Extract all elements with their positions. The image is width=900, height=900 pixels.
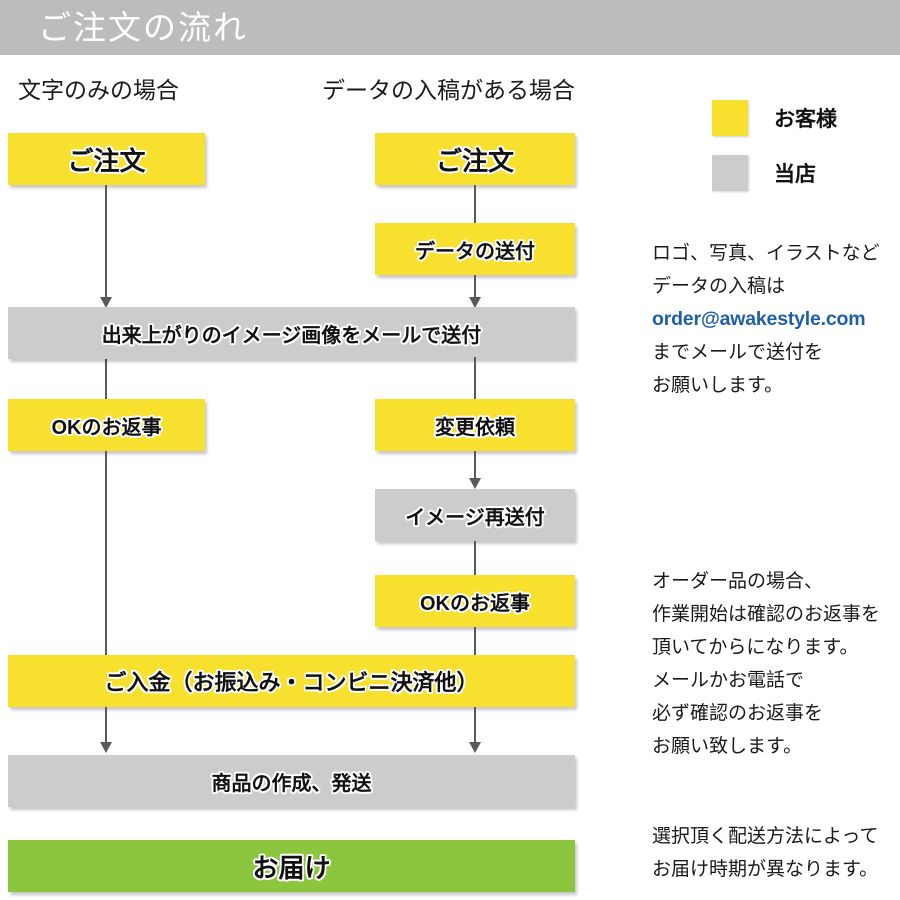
note-line: お願いします。 (652, 375, 784, 396)
flow-box-label: OKのお返事 (51, 416, 162, 439)
legend-item-customer: お客様 (712, 100, 837, 136)
connector-change-request-to-resend (474, 451, 476, 481)
connector-resend-to-right-ok (474, 541, 476, 575)
note-line: お願い致します。 (652, 736, 803, 757)
flow-box-label: データの送付 (415, 240, 535, 263)
flow-box-label: OKのお返事 (420, 592, 530, 615)
legend-label-shop: 当店 (774, 163, 816, 186)
arrowhead-icon (100, 742, 112, 753)
note-line: 選択頂く配送方法によって (652, 826, 879, 847)
legend-swatch-shop-icon (712, 155, 748, 191)
column-caption-with-data: データの入稿がある場合 (322, 77, 575, 103)
note-data-submission: ロゴ、写真、イラストなど データの入稿は order@awakestyle.co… (652, 237, 880, 402)
legend-swatch-customer-icon (712, 100, 748, 136)
connector-image-to-change-request (474, 357, 476, 399)
note-line: データの入稿は (652, 276, 786, 297)
connector-send-data-to-image (474, 275, 476, 300)
note-line: までメールで送付を (652, 342, 824, 363)
note-order-confirmation: オーダー品の場合、 作業開始は確認のお返事を 頂いてからになります。 メールかお… (652, 565, 880, 763)
connector-payment-to-production-left (105, 707, 107, 745)
page-title: ご注文の流れ (38, 9, 248, 46)
header-bar (0, 0, 900, 55)
arrowhead-icon (469, 297, 481, 308)
connector-image-to-left-ok (105, 357, 107, 399)
flow-box-right-ok-reply[interactable]: OKのお返事 (375, 575, 575, 627)
connector-right-order-to-send-data (474, 185, 476, 223)
email-link[interactable]: order@awakestyle.com (652, 308, 866, 330)
connector-right-ok-to-payment (474, 627, 476, 655)
note-line: 作業開始は確認のお返事を (652, 604, 881, 625)
flow-box-label: 変更依頼 (435, 416, 515, 439)
flow-box-label: 商品の作成、発送 (211, 772, 372, 795)
flow-box-label: ご注文 (435, 145, 514, 176)
connector-left-order-to-image (105, 185, 107, 300)
flow-box-left-ok-reply[interactable]: OKのお返事 (8, 399, 205, 451)
flow-box-image-email[interactable]: 出来上がりのイメージ画像をメールで送付 (8, 307, 575, 359)
flow-box-label: ご注文 (67, 145, 146, 176)
arrowhead-icon (469, 742, 481, 753)
flow-box-production-shipping[interactable]: 商品の作成、発送 (8, 755, 575, 807)
flow-box-image-resend[interactable]: イメージ再送付 (375, 489, 575, 541)
flow-box-change-request[interactable]: 変更依頼 (375, 399, 575, 451)
arrowhead-icon (469, 478, 481, 489)
flow-box-label: ご入金（お振込み・コンビニ決済他） (104, 670, 479, 695)
note-line: 頂いてからになります。 (652, 637, 859, 658)
column-caption-text-only: 文字のみの場合 (18, 77, 179, 103)
flow-box-label: お届け (252, 852, 331, 883)
flow-box-label: 出来上がりのイメージ画像をメールで送付 (101, 324, 482, 347)
legend-label-customer: お客様 (774, 108, 837, 131)
legend-item-shop: 当店 (712, 155, 816, 191)
flow-box-label: イメージ再送付 (405, 506, 545, 529)
note-line: メールかお電話で (652, 670, 805, 691)
note-line: ロゴ、写真、イラストなど (652, 243, 880, 264)
flow-box-right-order[interactable]: ご注文 (375, 133, 575, 185)
flow-box-payment[interactable]: ご入金（お振込み・コンビニ決済他） (8, 655, 575, 707)
note-line: オーダー品の場合、 (652, 571, 824, 592)
note-line: 必ず確認のお返事を (652, 703, 824, 724)
note-line: お届け時期が異なります。 (652, 859, 879, 880)
connector-left-ok-to-payment (105, 451, 107, 655)
flow-box-send-data[interactable]: データの送付 (375, 223, 575, 275)
flow-box-left-order[interactable]: ご注文 (8, 133, 205, 185)
arrowhead-icon (100, 297, 112, 308)
flow-box-delivery[interactable]: お届け (8, 840, 575, 892)
note-shipping: 選択頂く配送方法によって お届け時期が異なります。 (652, 820, 878, 886)
connector-payment-to-production-right (474, 707, 476, 745)
